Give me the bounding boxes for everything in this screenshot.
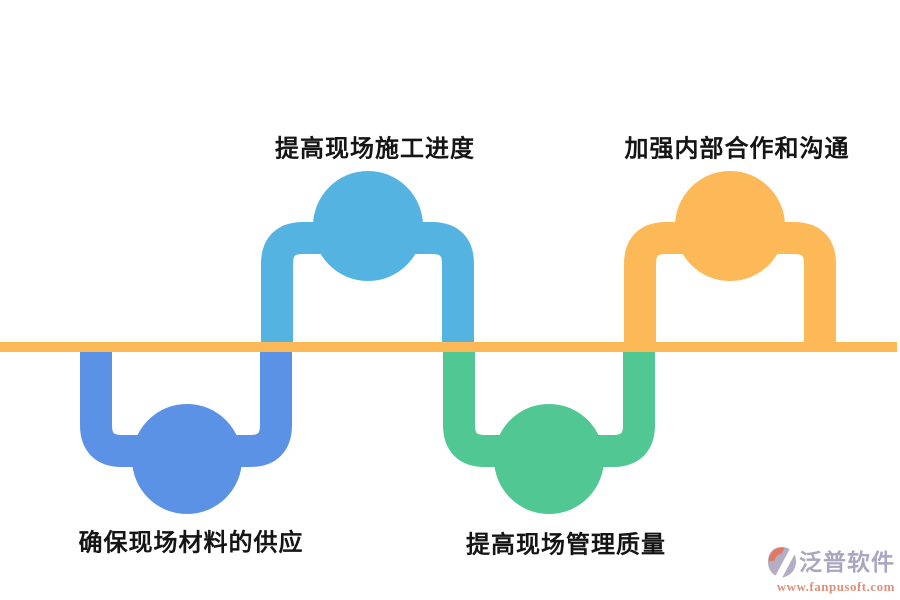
fanpu-logo-icon	[767, 546, 797, 579]
brand-url: www.fanpusoft.com	[776, 579, 895, 594]
node-circle-management-quality	[494, 404, 604, 514]
node-circle-construction-progress	[313, 171, 423, 281]
node-label-management-quality: 提高现场管理质量	[466, 531, 666, 559]
node-label-material-supply: 确保现场材料的供应	[78, 529, 304, 557]
node-circle-cooperation	[675, 171, 785, 281]
node-circle-material-supply	[132, 404, 242, 514]
baseline	[0, 342, 897, 352]
node-label-cooperation: 加强内部合作和沟通	[624, 135, 850, 163]
node-label-construction-progress: 提高现场施工进度	[275, 135, 475, 163]
brand-watermark: 泛普软件 www.fanpusoft.com	[767, 546, 895, 593]
brand-name: 泛普软件	[799, 549, 895, 575]
